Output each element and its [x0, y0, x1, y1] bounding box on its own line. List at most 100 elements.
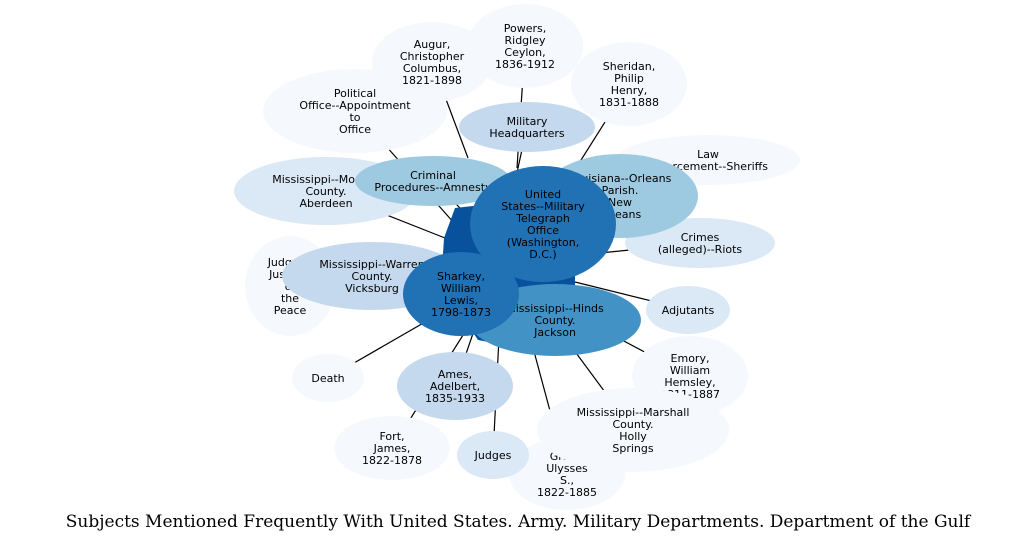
node-label-line: 1822-1885: [537, 486, 597, 499]
node-bubble: [571, 42, 687, 126]
node-label-line: 1835-1933: [425, 392, 485, 405]
node-label-line: Ulysses: [546, 462, 588, 475]
node-label-line: William: [441, 282, 481, 295]
node-label-line: Hemsley,: [664, 376, 715, 389]
node-label-line: 1798-1873: [431, 306, 491, 319]
node-label-line: Peace: [274, 304, 307, 317]
node-label: Judges: [474, 449, 512, 462]
node-label-line: Office: [339, 123, 371, 136]
node-label-line: Fort,: [380, 430, 405, 443]
node-label: Crimes(alleged)--Riots: [658, 231, 743, 256]
node-fort[interactable]: Fort,James,1822-1878: [334, 416, 450, 480]
node-label-line: Powers,: [504, 22, 547, 35]
node-label-line: Telegraph: [515, 212, 570, 225]
node-label-line: Adelbert,: [430, 380, 480, 393]
node-label-line: Mississippi--Marshall: [577, 406, 690, 419]
node-label-line: County.: [534, 314, 575, 327]
node-bubble: [403, 252, 519, 336]
node-label-line: Philip: [614, 72, 644, 85]
node-label-line: Jackson: [533, 326, 576, 339]
node-label-line: Parish.: [602, 184, 639, 197]
node-label-line: Mississippi--Warren: [319, 258, 424, 271]
node-label-line: Procedures--Amnesty: [374, 181, 492, 194]
node-label-line: Mississippi--Hinds: [506, 302, 604, 315]
node-label-line: S.,: [560, 474, 574, 487]
node-label-line: Crimes: [681, 231, 720, 244]
node-label-line: 1831-1888: [599, 96, 659, 109]
node-death[interactable]: Death: [292, 354, 364, 402]
node-judges[interactable]: Judges: [457, 431, 529, 479]
node-label-line: Office--Appointment: [299, 99, 411, 112]
node-ames[interactable]: Ames,Adelbert,1835-1933: [397, 352, 513, 420]
node-label-line: Ames,: [438, 368, 472, 381]
node-label-line: Headquarters: [489, 127, 565, 140]
node-label-line: 1822-1878: [362, 454, 422, 467]
node-label: Adjutants: [662, 304, 715, 317]
node-label: Ames,Adelbert,1835-1933: [425, 368, 485, 405]
node-label-line: James,: [373, 442, 411, 455]
node-label-line: Vicksburg: [345, 282, 399, 295]
node-bubble: [457, 431, 529, 479]
node-label-line: County.: [351, 270, 392, 283]
node-label-line: 1821-1898: [402, 74, 462, 87]
node-label-line: Death: [311, 372, 344, 385]
node-label: Death: [311, 372, 344, 385]
node-label-line: (Washington,: [507, 236, 579, 249]
node-bubble: [355, 156, 511, 206]
node-label-line: Office: [527, 224, 559, 237]
node-label-line: Sheridan,: [603, 60, 656, 73]
node-label-line: Columbus,: [403, 62, 461, 75]
node-label-line: Holly: [619, 430, 647, 443]
node-label-line: Lewis,: [444, 294, 478, 307]
diagram-caption: Subjects Mentioned Frequently With Unite…: [65, 512, 971, 532]
node-label-line: Augur,: [414, 38, 450, 51]
network-nodes: Judges--JusticesofthePeaceLawEnforcement…: [234, 4, 800, 510]
node-label-line: to: [349, 111, 360, 124]
node-bubble: [334, 416, 450, 480]
node-label-line: 1836-1912: [495, 58, 555, 71]
node-label-line: Christopher: [400, 50, 465, 63]
node-label-line: Ridgley: [505, 34, 546, 47]
node-label-line: Emory,: [671, 352, 710, 365]
node-label-line: William: [670, 364, 710, 377]
node-adjutants[interactable]: Adjutants: [646, 286, 730, 334]
node-bubble: [292, 354, 364, 402]
node-bubble: [372, 22, 492, 102]
node-label-line: Adjutants: [662, 304, 715, 317]
node-label-line: D.C.): [529, 248, 556, 261]
node-bubble: [467, 4, 583, 88]
node-label-line: Sharkey,: [437, 270, 485, 283]
node-bubble: [646, 286, 730, 334]
node-label-line: County.: [305, 185, 346, 198]
node-bubble: [459, 102, 595, 152]
node-label: Fort,James,1822-1878: [362, 430, 422, 467]
node-label-line: County.: [612, 418, 653, 431]
node-label-line: Political: [334, 87, 376, 100]
node-label-line: Law: [697, 148, 719, 161]
node-label-line: (alleged)--Riots: [658, 243, 743, 256]
node-bubble: [470, 166, 616, 282]
node-label-line: Louisiana--Orleans: [569, 172, 672, 185]
node-label-line: Ceylon,: [504, 46, 545, 59]
